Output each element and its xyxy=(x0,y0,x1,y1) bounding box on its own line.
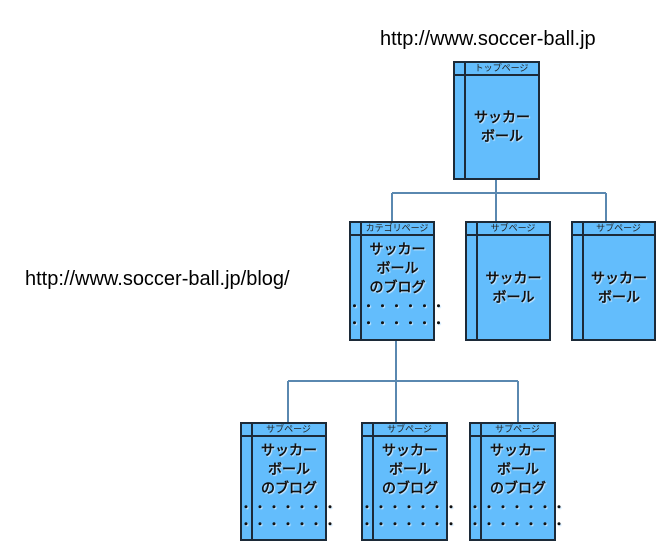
box-dots: ・・・・・・・ xyxy=(348,316,447,330)
box-text: のブログ xyxy=(261,481,317,497)
blog-sub-page-box: サブページ サッカー ボール のブログ ・・・・・・・ ・・・・・・・ xyxy=(469,422,565,541)
box-text: のブログ xyxy=(382,481,438,497)
box-text: ボール xyxy=(376,261,419,277)
box-text: ボール xyxy=(481,129,523,145)
box-dots: ・・・・・・・ xyxy=(240,500,339,514)
box-text: ボール xyxy=(268,462,310,478)
box-text: サッカー xyxy=(591,270,647,287)
box-dots: ・・・・・・・ xyxy=(469,517,568,531)
box-header: サブページ xyxy=(471,424,554,437)
box-text: サッカー xyxy=(485,270,542,287)
sub-page-box: サブページ サッカー ボール xyxy=(465,221,551,341)
box-header: サブページ xyxy=(467,223,549,236)
box-text: サッカー xyxy=(382,443,438,459)
box-dots: ・・・・・・・ xyxy=(348,299,447,313)
box-dots: ・・・・・・・ xyxy=(361,500,460,514)
box-text: のブログ xyxy=(490,481,546,497)
box-text: サッカー xyxy=(369,242,426,258)
blog-sub-page-box: サブページ サッカー ボール のブログ ・・・・・・・ ・・・・・・・ xyxy=(361,422,457,541)
connector-category xyxy=(287,340,519,422)
box-dots: ・・・・・・・ xyxy=(469,500,568,514)
box-header: トップページ xyxy=(455,63,538,76)
box-text: サッカー xyxy=(261,443,317,459)
blog-url-label: http://www.soccer-ball.jp/blog/ xyxy=(25,268,290,290)
top-url-label: http://www.soccer-ball.jp xyxy=(380,28,596,50)
box-header: サブページ xyxy=(242,424,325,437)
box-text: サッカー xyxy=(474,110,530,126)
box-header: サブページ xyxy=(573,223,654,236)
box-dots: ・・・・・・・ xyxy=(361,517,460,531)
box-text: ボール xyxy=(492,289,535,306)
box-header: サブページ xyxy=(363,424,446,437)
sub-page-box: サブページ サッカー ボール xyxy=(571,221,656,341)
box-text: ボール xyxy=(598,289,640,306)
box-header: カテゴリページ xyxy=(351,223,433,236)
box-text: ボール xyxy=(389,462,431,478)
top-page-box: トップページ サッカー ボール xyxy=(453,61,540,180)
connector-top xyxy=(391,179,607,221)
category-page-box: カテゴリページ サッカー ボール のブログ ・・・・・・・ ・・・・・・・ xyxy=(349,221,445,341)
box-dots: ・・・・・・・ xyxy=(240,517,339,531)
box-text: ボール xyxy=(497,462,539,478)
blog-sub-page-box: サブページ サッカー ボール のブログ ・・・・・・・ ・・・・・・・ xyxy=(240,422,336,541)
box-text: サッカー xyxy=(490,443,546,459)
box-text: のブログ xyxy=(369,280,426,296)
